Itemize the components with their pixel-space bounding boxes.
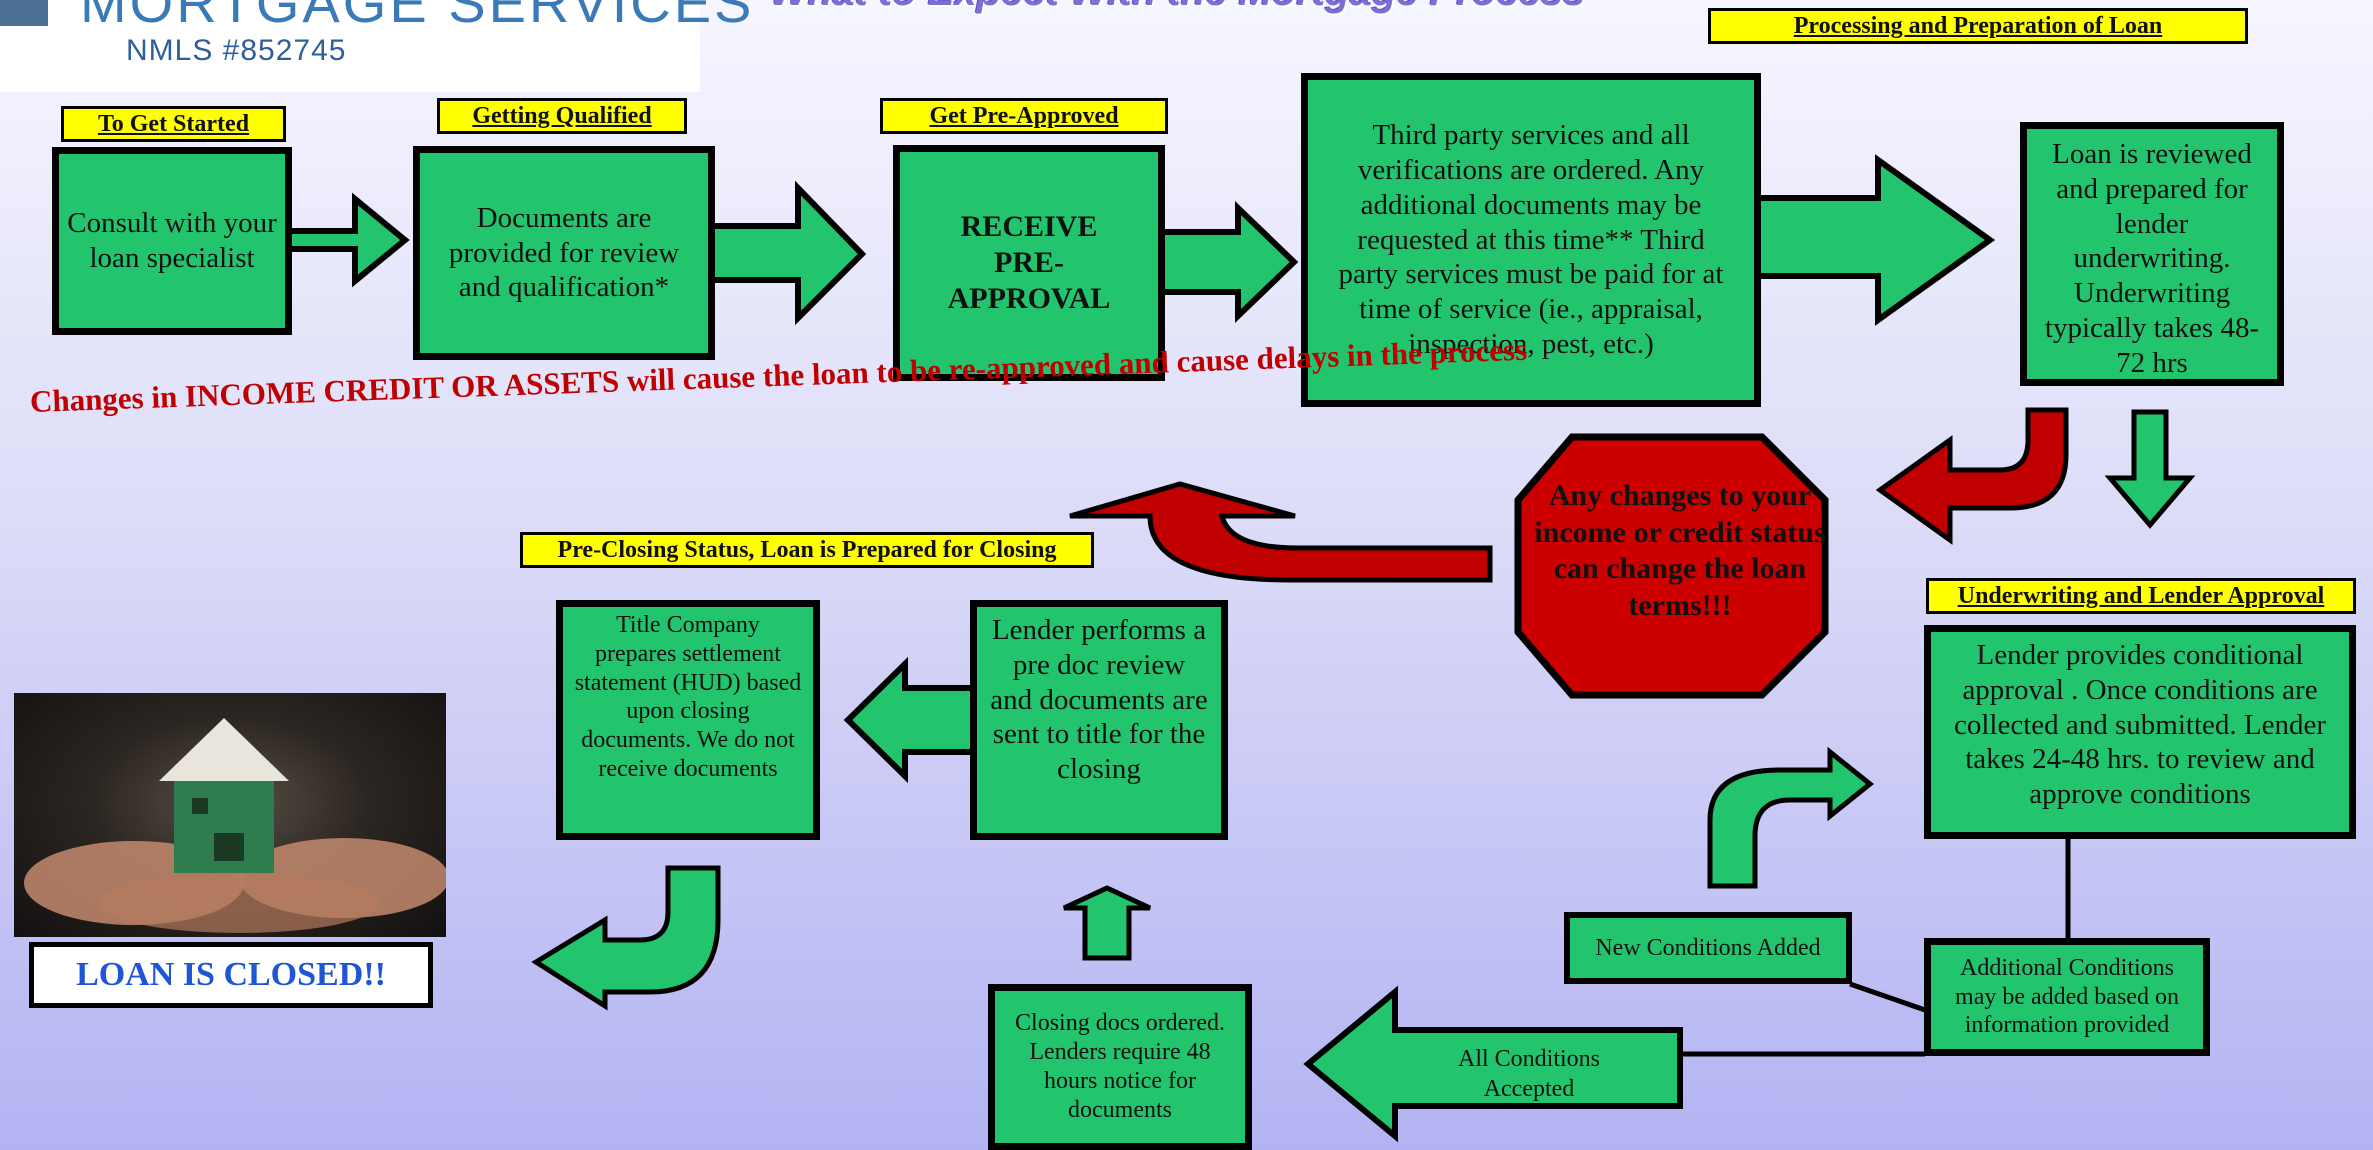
loan-closed-banner: LOAN IS CLOSED!! xyxy=(29,942,433,1008)
box-title-company-text: Title Company prepares settlement statem… xyxy=(574,612,802,782)
stop-sign-octagon xyxy=(1514,433,1829,699)
label-processing: Processing and Preparation of Loan xyxy=(1708,8,2248,44)
green-curved-arrow-to-approval xyxy=(1707,746,1875,889)
box-third-party: Third party services and all verificatio… xyxy=(1301,73,1761,407)
green-curved-arrow-to-closed xyxy=(531,865,721,1011)
logo-mark-icon xyxy=(0,0,48,26)
box-pre-doc-review: Lender performs a pre doc review and doc… xyxy=(970,600,1228,840)
box-receive-preapproval: RECEIVE PRE-APPROVAL xyxy=(893,145,1165,381)
box-reviewed: Loan is reviewed and prepared for lender… xyxy=(2020,122,2284,386)
box-new-conditions-text: New Conditions Added xyxy=(1595,934,1821,961)
box-new-conditions: New Conditions Added xyxy=(1564,912,1852,984)
box-documents-text: Documents are provided for review and qu… xyxy=(448,201,680,304)
arrow-down-to-underwriting xyxy=(2104,409,2196,529)
house-in-hands-image xyxy=(24,718,446,933)
arrow-all-conditions-accepted xyxy=(1303,985,1683,1143)
box-additional-conditions: Additional Conditions may be added based… xyxy=(1924,938,2210,1056)
nmls-number: NMLS #852745 xyxy=(126,34,347,67)
red-curved-arrow-to-top xyxy=(1069,481,1493,583)
red-curved-arrow-to-stop xyxy=(1875,407,2069,545)
box-consult-text: Consult with your loan specialist xyxy=(67,207,277,274)
box-documents: Documents are provided for review and qu… xyxy=(413,146,715,360)
label-to-get-started: To Get Started xyxy=(61,106,286,142)
box-closing-docs: Closing docs ordered. Lenders require 48… xyxy=(988,984,1252,1150)
box-conditional-text: Lender provides conditional approval . O… xyxy=(1953,639,2327,811)
label-get-pre-approved: Get Pre-Approved xyxy=(880,98,1168,134)
logo-name: MORTGAGE SERVICES xyxy=(80,0,755,34)
company-logo: MORTGAGE SERVICES NMLS #852745 xyxy=(0,0,751,92)
page-headline: What to Expect With the Mortgage Process xyxy=(770,0,1585,15)
arrow-documents-to-preapproval xyxy=(707,180,867,326)
arrow-thirdparty-to-review xyxy=(1752,154,1996,326)
arrow-preapproval-to-thirdparty xyxy=(1155,200,1299,324)
arrow-predoc-to-title xyxy=(843,656,981,784)
box-consult: Consult with your loan specialist xyxy=(52,147,292,335)
box-conditional-approval: Lender provides conditional approval . O… xyxy=(1924,625,2356,839)
label-underwriting: Underwriting and Lender Approval xyxy=(1926,578,2356,614)
label-getting-qualified: Getting Qualified xyxy=(437,98,687,134)
connector-line-new-to-additional xyxy=(1849,981,1926,1013)
box-third-party-text: Third party services and all verificatio… xyxy=(1338,119,1724,360)
box-pre-doc-text: Lender performs a pre doc review and doc… xyxy=(990,614,1208,786)
box-additional-text: Additional Conditions may be added based… xyxy=(1955,954,2179,1039)
house-in-hands-photo xyxy=(14,693,446,937)
arrow-consult-to-documents xyxy=(282,192,410,288)
box-closing-docs-text: Closing docs ordered. Lenders require 48… xyxy=(1015,1010,1225,1123)
box-receive-text: RECEIVE PRE-APPROVAL xyxy=(947,210,1111,315)
stop-sign-text: Any changes to your income or credit sta… xyxy=(1534,479,1826,622)
box-reviewed-text: Loan is reviewed and prepared for lender… xyxy=(2044,138,2260,379)
all-conditions-accepted-text: All Conditions Accepted xyxy=(1457,1046,1601,1102)
arrow-up-to-predoc xyxy=(1062,885,1152,961)
box-title-company: Title Company prepares settlement statem… xyxy=(556,600,820,840)
label-pre-closing: Pre-Closing Status, Loan is Prepared for… xyxy=(520,532,1094,568)
